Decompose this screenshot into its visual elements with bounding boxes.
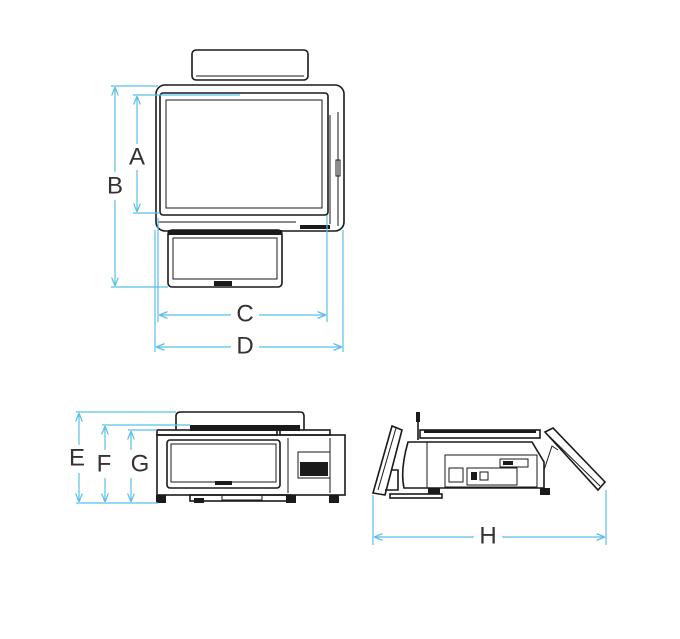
customer-display-tilted bbox=[543, 427, 607, 492]
dimension-f: F bbox=[93, 424, 190, 501]
dimension-b: B bbox=[103, 85, 168, 288]
front-view bbox=[156, 411, 346, 503]
dimension-h: H bbox=[372, 490, 607, 550]
dimension-label-e: E bbox=[69, 444, 85, 471]
dimension-label-a: A bbox=[129, 143, 145, 170]
connector-panel bbox=[444, 454, 538, 488]
dimension-label-h: H bbox=[479, 522, 496, 549]
side-view bbox=[371, 412, 607, 499]
front-display bbox=[166, 439, 281, 489]
dimension-g: G bbox=[127, 429, 157, 501]
main-screen-frame bbox=[159, 92, 329, 216]
side-body bbox=[401, 441, 545, 489]
dimension-e: E bbox=[66, 411, 176, 504]
top-view bbox=[155, 49, 345, 288]
dimension-a: A bbox=[125, 94, 240, 214]
operator-display-tilted bbox=[371, 424, 403, 496]
dimension-c: C bbox=[157, 215, 328, 328]
platter-handle bbox=[175, 411, 305, 430]
dimension-label-f: F bbox=[97, 450, 112, 477]
rear-display bbox=[191, 49, 309, 81]
customer-display bbox=[167, 229, 283, 288]
main-screen bbox=[165, 99, 323, 209]
scale-body bbox=[155, 84, 345, 232]
dimension-label-c: C bbox=[236, 300, 253, 327]
dimension-label-b: B bbox=[107, 172, 123, 199]
dimension-label-d: D bbox=[236, 332, 253, 359]
dimension-label-g: G bbox=[131, 450, 150, 477]
dimension-d: D bbox=[154, 230, 344, 360]
